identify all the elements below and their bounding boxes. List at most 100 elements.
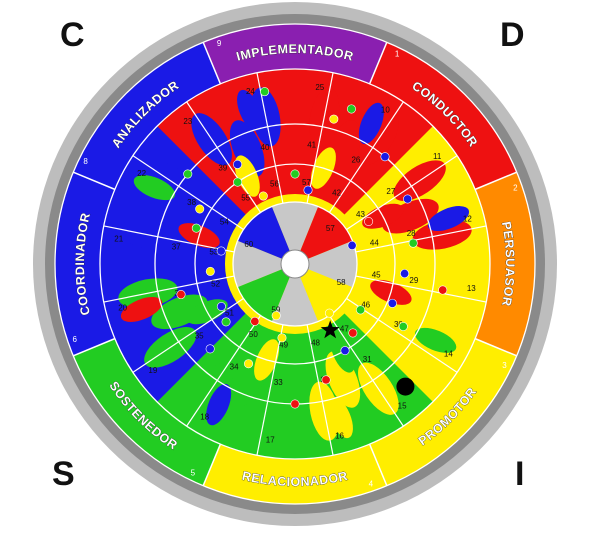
sector-divider [368, 443, 388, 487]
score-number: 20 [118, 304, 127, 313]
score-number: 14 [444, 349, 453, 358]
score-number: 48 [311, 338, 320, 347]
marker-dot [258, 191, 268, 201]
marker-dot [205, 344, 215, 354]
score-number: 56 [270, 180, 279, 189]
marker-dot [216, 301, 226, 311]
score-number: 53 [209, 248, 218, 257]
marker-dot [403, 194, 413, 204]
sector-divider [72, 337, 116, 357]
hub-center [280, 249, 310, 279]
marker-dot [348, 328, 358, 338]
marker-dot [221, 317, 231, 327]
score-number: 25 [315, 83, 324, 92]
score-number: 40 [261, 143, 270, 152]
corner-label-c: C [60, 16, 85, 54]
score-number: 10 [381, 106, 390, 115]
marker-dot [346, 104, 356, 114]
score-number: 33 [274, 378, 283, 387]
score-number: 55 [241, 194, 250, 203]
score-number: 57 [326, 224, 335, 233]
hub-gray-blade [271, 202, 319, 252]
marker-dot [216, 246, 226, 256]
hub-color-blade [237, 269, 290, 322]
sector-divider [474, 171, 518, 191]
score-number: 49 [279, 340, 288, 349]
grid-spoke [132, 155, 244, 231]
marker-dot [277, 333, 287, 343]
grid-spoke [306, 72, 334, 204]
hub-color-blade [300, 269, 353, 322]
sector-divider [474, 337, 518, 357]
corner-label-d: D [500, 16, 525, 54]
grid-spoke [186, 101, 262, 213]
grid-ring [54, 23, 536, 505]
hub-gray-blade [271, 276, 319, 326]
marker-dot [321, 375, 331, 385]
marker-dot [191, 223, 201, 233]
sector-number: 9 [217, 39, 222, 48]
score-number: 34 [230, 363, 239, 372]
corner-label-s: S [52, 455, 75, 493]
grid-spoke [328, 315, 404, 427]
score-number: 18 [200, 412, 209, 421]
score-number: 28 [407, 229, 416, 238]
grid-spoke [103, 275, 235, 303]
score-number: 37 [172, 242, 181, 251]
marker-dot [438, 285, 448, 295]
color-tongue [427, 206, 470, 232]
grid-spoke [355, 275, 487, 303]
score-number: 23 [183, 117, 192, 126]
sector-name-relacionador: RELACIONADOR [241, 469, 350, 489]
marker-dot [364, 217, 374, 227]
score-number: 41 [307, 140, 316, 149]
result-dot [396, 377, 415, 396]
color-tongue [382, 198, 439, 234]
sector-number: 1 [395, 50, 400, 59]
color-tongue [229, 120, 265, 177]
color-tongue [133, 175, 176, 201]
marker-dot [329, 114, 339, 124]
grid-spoke [306, 324, 334, 456]
grid-spoke [355, 225, 487, 253]
score-number: 30 [394, 320, 403, 329]
sector-divider [202, 443, 222, 487]
score-number: 46 [361, 301, 370, 310]
color-tongue [237, 89, 263, 132]
score-number: 58 [337, 278, 346, 287]
hub-color-blade [237, 206, 290, 259]
score-number: 22 [137, 169, 146, 178]
score-number: 38 [187, 198, 196, 207]
score-number: 39 [218, 163, 227, 172]
score-number: 50 [249, 330, 258, 339]
marker-dot [233, 177, 243, 187]
sector-divider [202, 41, 222, 85]
score-number: 44 [370, 239, 379, 248]
score-number: 27 [386, 187, 395, 196]
score-number: 54 [220, 217, 229, 226]
grid-spoke [186, 315, 262, 427]
marker-dot [271, 311, 281, 321]
marker-dot [347, 240, 357, 250]
sector-name-text: RELACIONADOR [240, 468, 349, 489]
score-number: 31 [363, 355, 372, 364]
marker-dot [183, 169, 193, 179]
color-tongue [120, 296, 163, 322]
grid-spoke [346, 297, 458, 373]
score-number: 26 [351, 156, 360, 165]
marker-dot [400, 269, 410, 279]
score-number: 17 [266, 435, 275, 444]
score-number: 16 [335, 431, 344, 440]
grid-ring [99, 68, 491, 460]
score-number: 51 [225, 308, 234, 317]
sector-number: 3 [502, 361, 507, 370]
marker-dot [290, 399, 300, 409]
grid-spoke [346, 155, 458, 231]
score-number: 24 [246, 87, 255, 96]
sector-divider [72, 171, 116, 191]
marker-dot [205, 266, 215, 276]
hub-color-blade [300, 206, 353, 259]
sector-name-coordinador: COORDINADOR [73, 211, 93, 316]
hub-gray-blade [233, 240, 283, 288]
color-tongue [358, 102, 384, 145]
